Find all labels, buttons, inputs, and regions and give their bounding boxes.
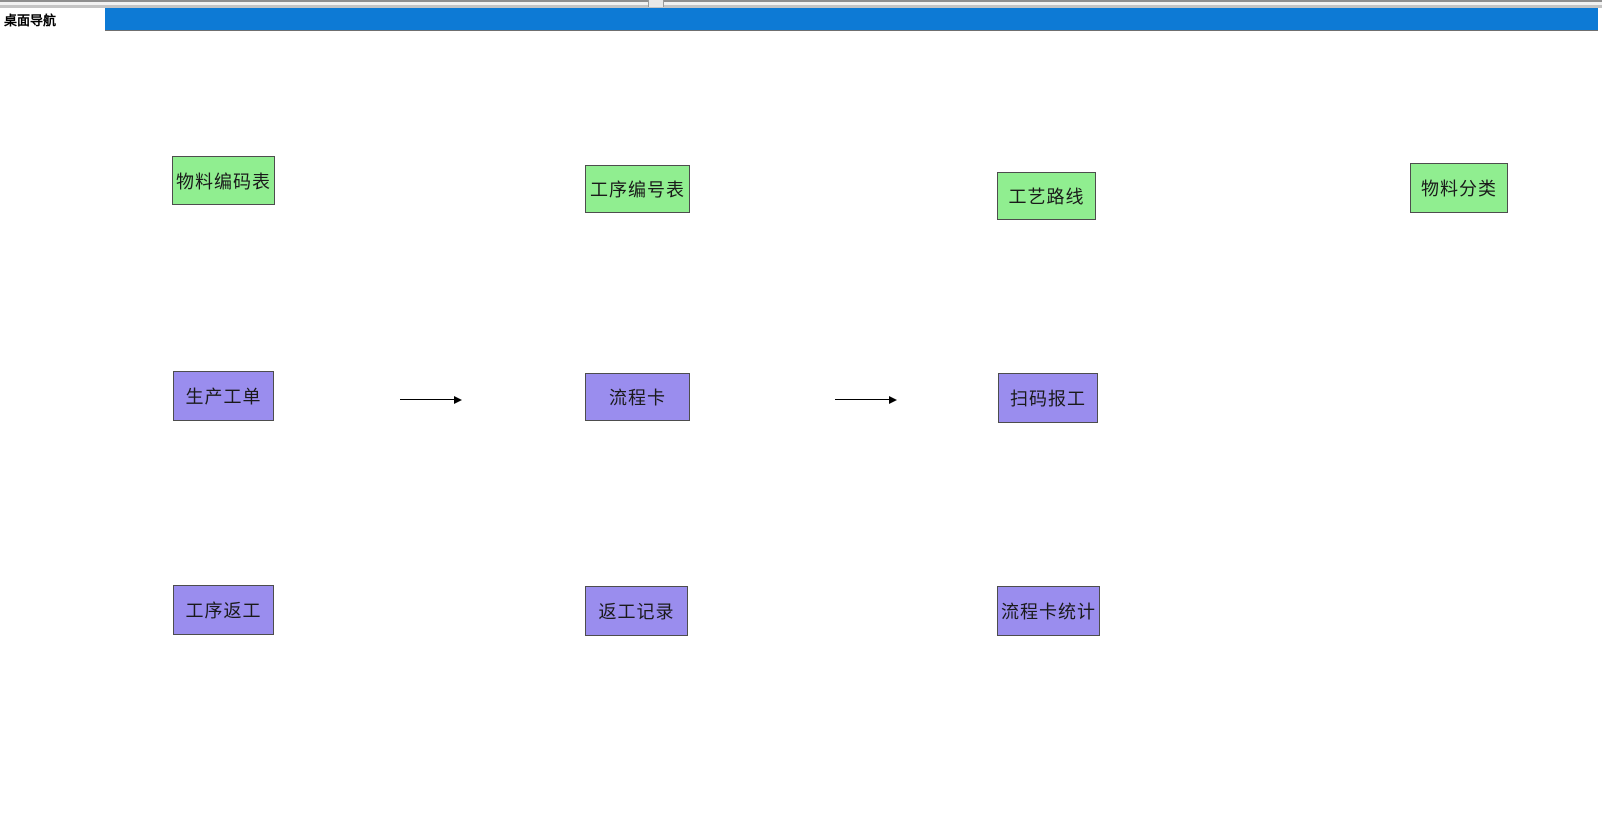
- node-flow-card-statistics[interactable]: 流程卡统计: [997, 586, 1100, 636]
- tab-label: 桌面导航: [4, 13, 57, 28]
- node-production-work-order[interactable]: 生产工单: [173, 371, 274, 421]
- node-process-rework[interactable]: 工序返工: [173, 585, 274, 635]
- flow-arrow-workorder-to-flowcard: [400, 395, 462, 404]
- node-flow-card[interactable]: 流程卡: [585, 373, 690, 421]
- node-process-number-table[interactable]: 工序编号表: [585, 165, 690, 213]
- node-rework-record[interactable]: 返工记录: [585, 586, 688, 636]
- flow-arrow-flowcard-to-scan: [835, 395, 897, 404]
- splitter-handle[interactable]: [648, 0, 664, 7]
- window-top-edge: [0, 0, 1602, 8]
- tab-desktop-navigation[interactable]: 桌面导航: [0, 8, 105, 31]
- node-process-route[interactable]: 工艺路线: [997, 172, 1096, 220]
- arrowhead-icon: [889, 395, 897, 404]
- node-scan-report-work[interactable]: 扫码报工: [998, 373, 1098, 423]
- arrowhead-icon: [454, 395, 462, 404]
- node-material-code-table[interactable]: 物料编码表: [172, 156, 275, 205]
- node-material-category[interactable]: 物料分类: [1410, 163, 1508, 213]
- tab-bar: [0, 8, 1598, 31]
